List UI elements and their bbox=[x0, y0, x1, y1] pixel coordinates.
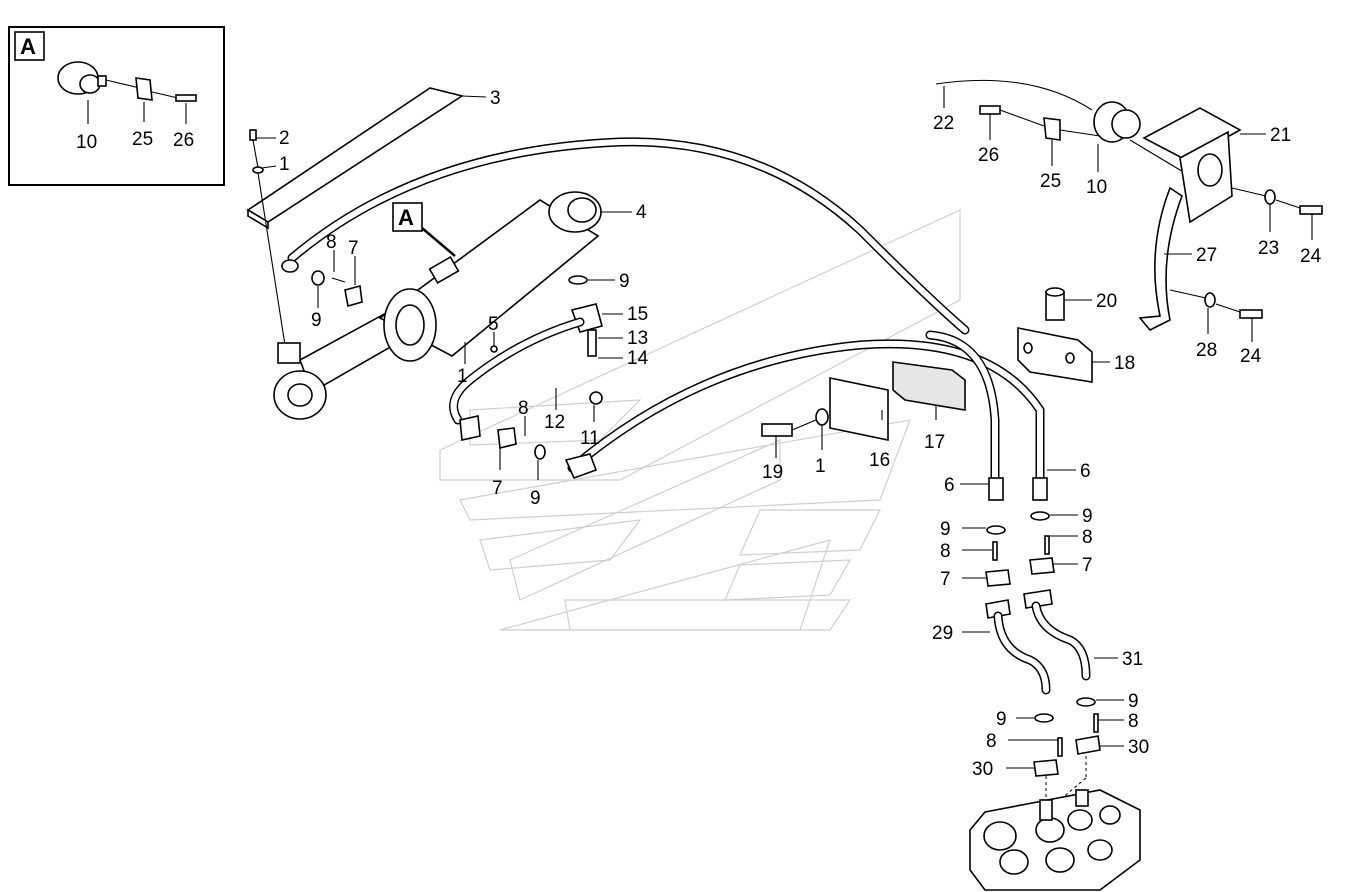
callout-29: 29 bbox=[932, 623, 953, 644]
callout-3: 3 bbox=[490, 88, 501, 109]
bolt-24-bot bbox=[1239, 309, 1263, 319]
callout-8-r3: 8 bbox=[1128, 711, 1139, 732]
hydraulic-cylinder bbox=[273, 191, 602, 420]
washer-28 bbox=[1204, 292, 1216, 308]
callout-21: 21 bbox=[1270, 125, 1291, 146]
lower-fittings bbox=[459, 391, 603, 480]
callout-4: 4 bbox=[636, 202, 647, 223]
pipe-31 bbox=[1031, 601, 1091, 681]
inset-detail-a: A 10 25 26 bbox=[8, 26, 225, 186]
callout-24-bot: 24 bbox=[1240, 346, 1262, 367]
callout-1-mid: 1 bbox=[457, 366, 468, 387]
callout-25-right: 25 bbox=[1040, 171, 1061, 192]
callout-9-r1: 9 bbox=[940, 519, 951, 540]
guard-plate bbox=[246, 87, 487, 230]
inset-label-box bbox=[14, 31, 45, 61]
callout-26-inset: 26 bbox=[173, 130, 194, 151]
upper-flange-set bbox=[985, 511, 1055, 619]
callout-9-r4: 9 bbox=[996, 709, 1007, 730]
bolt-part bbox=[175, 94, 197, 102]
callout-18: 18 bbox=[1114, 353, 1135, 374]
callout-9-r2: 9 bbox=[1082, 506, 1093, 527]
clamp-18 bbox=[1017, 327, 1093, 383]
callout-7-left: 7 bbox=[348, 238, 359, 259]
mounting-plate bbox=[761, 361, 966, 441]
callout-6-left: 6 bbox=[944, 475, 955, 496]
callout-20: 20 bbox=[1096, 291, 1117, 312]
callout-7-r2: 7 bbox=[1082, 555, 1093, 576]
callout-9-mid: 9 bbox=[619, 271, 630, 292]
inset-letter: A bbox=[20, 34, 36, 59]
fitting-left bbox=[281, 259, 363, 308]
bolt-2 bbox=[249, 129, 286, 346]
callout-7-bot: 7 bbox=[492, 478, 503, 499]
detail-a-marker: A bbox=[392, 202, 456, 257]
callout-23: 23 bbox=[1258, 238, 1279, 259]
curved-bracket bbox=[1138, 186, 1183, 331]
callout-5: 5 bbox=[488, 314, 499, 335]
callout-30-left: 30 bbox=[972, 759, 993, 780]
callout-30-right: 30 bbox=[1128, 737, 1149, 758]
callout-31: 31 bbox=[1122, 649, 1143, 670]
hose-end-left bbox=[988, 477, 1004, 501]
lower-hose bbox=[567, 330, 1045, 485]
pin-20 bbox=[1045, 287, 1092, 321]
callout-8-mid: 8 bbox=[518, 398, 529, 419]
svg-text:A: A bbox=[398, 205, 414, 230]
callout-17: 17 bbox=[924, 432, 945, 453]
callout-19: 19 bbox=[762, 462, 783, 483]
washer-23 bbox=[1264, 189, 1276, 205]
callout-16: 16 bbox=[869, 450, 890, 471]
bolt-24-top bbox=[1299, 205, 1323, 215]
callout-9-r3: 9 bbox=[1128, 691, 1139, 712]
callout-1-bot: 1 bbox=[815, 456, 826, 477]
callout-15: 15 bbox=[627, 304, 648, 325]
callout-9-left: 9 bbox=[311, 310, 322, 331]
callout-24-top: 24 bbox=[1300, 246, 1322, 267]
control-valve-block bbox=[969, 789, 1141, 891]
callout-11: 11 bbox=[580, 428, 600, 449]
callout-13: 13 bbox=[627, 328, 648, 349]
callout-2: 2 bbox=[279, 128, 290, 149]
callout-10-inset: 10 bbox=[76, 132, 97, 153]
callout-1-top: 1 bbox=[279, 154, 290, 175]
callout-8-left: 8 bbox=[326, 232, 337, 253]
callout-22: 22 bbox=[933, 113, 954, 134]
elbow-fitting bbox=[568, 275, 603, 357]
callout-14: 14 bbox=[627, 348, 649, 369]
callout-6-right: 6 bbox=[1080, 461, 1091, 482]
callout-27: 27 bbox=[1196, 245, 1217, 266]
callout-8-r2: 8 bbox=[1082, 527, 1093, 548]
callout-12: 12 bbox=[544, 412, 565, 433]
callout-25-inset: 25 bbox=[132, 129, 153, 150]
pipe-29 bbox=[993, 611, 1051, 695]
lower-flange-set bbox=[1033, 697, 1101, 777]
clip-part bbox=[135, 77, 153, 101]
callout-26-right: 26 bbox=[978, 145, 999, 166]
callout-10-right: 10 bbox=[1086, 177, 1107, 198]
middle-tube bbox=[449, 317, 585, 425]
callout-9-bot: 9 bbox=[530, 488, 541, 509]
upper-hose bbox=[287, 137, 970, 335]
callout-7-r1: 7 bbox=[940, 569, 951, 590]
callout-28: 28 bbox=[1196, 340, 1217, 361]
hose-end-right bbox=[1032, 477, 1048, 501]
sensor-part bbox=[57, 61, 107, 95]
right-sensor-assembly bbox=[935, 79, 1242, 224]
watermark-logo bbox=[439, 209, 961, 631]
callout-8-r1: 8 bbox=[940, 541, 951, 562]
callout-8-r4: 8 bbox=[986, 731, 997, 752]
